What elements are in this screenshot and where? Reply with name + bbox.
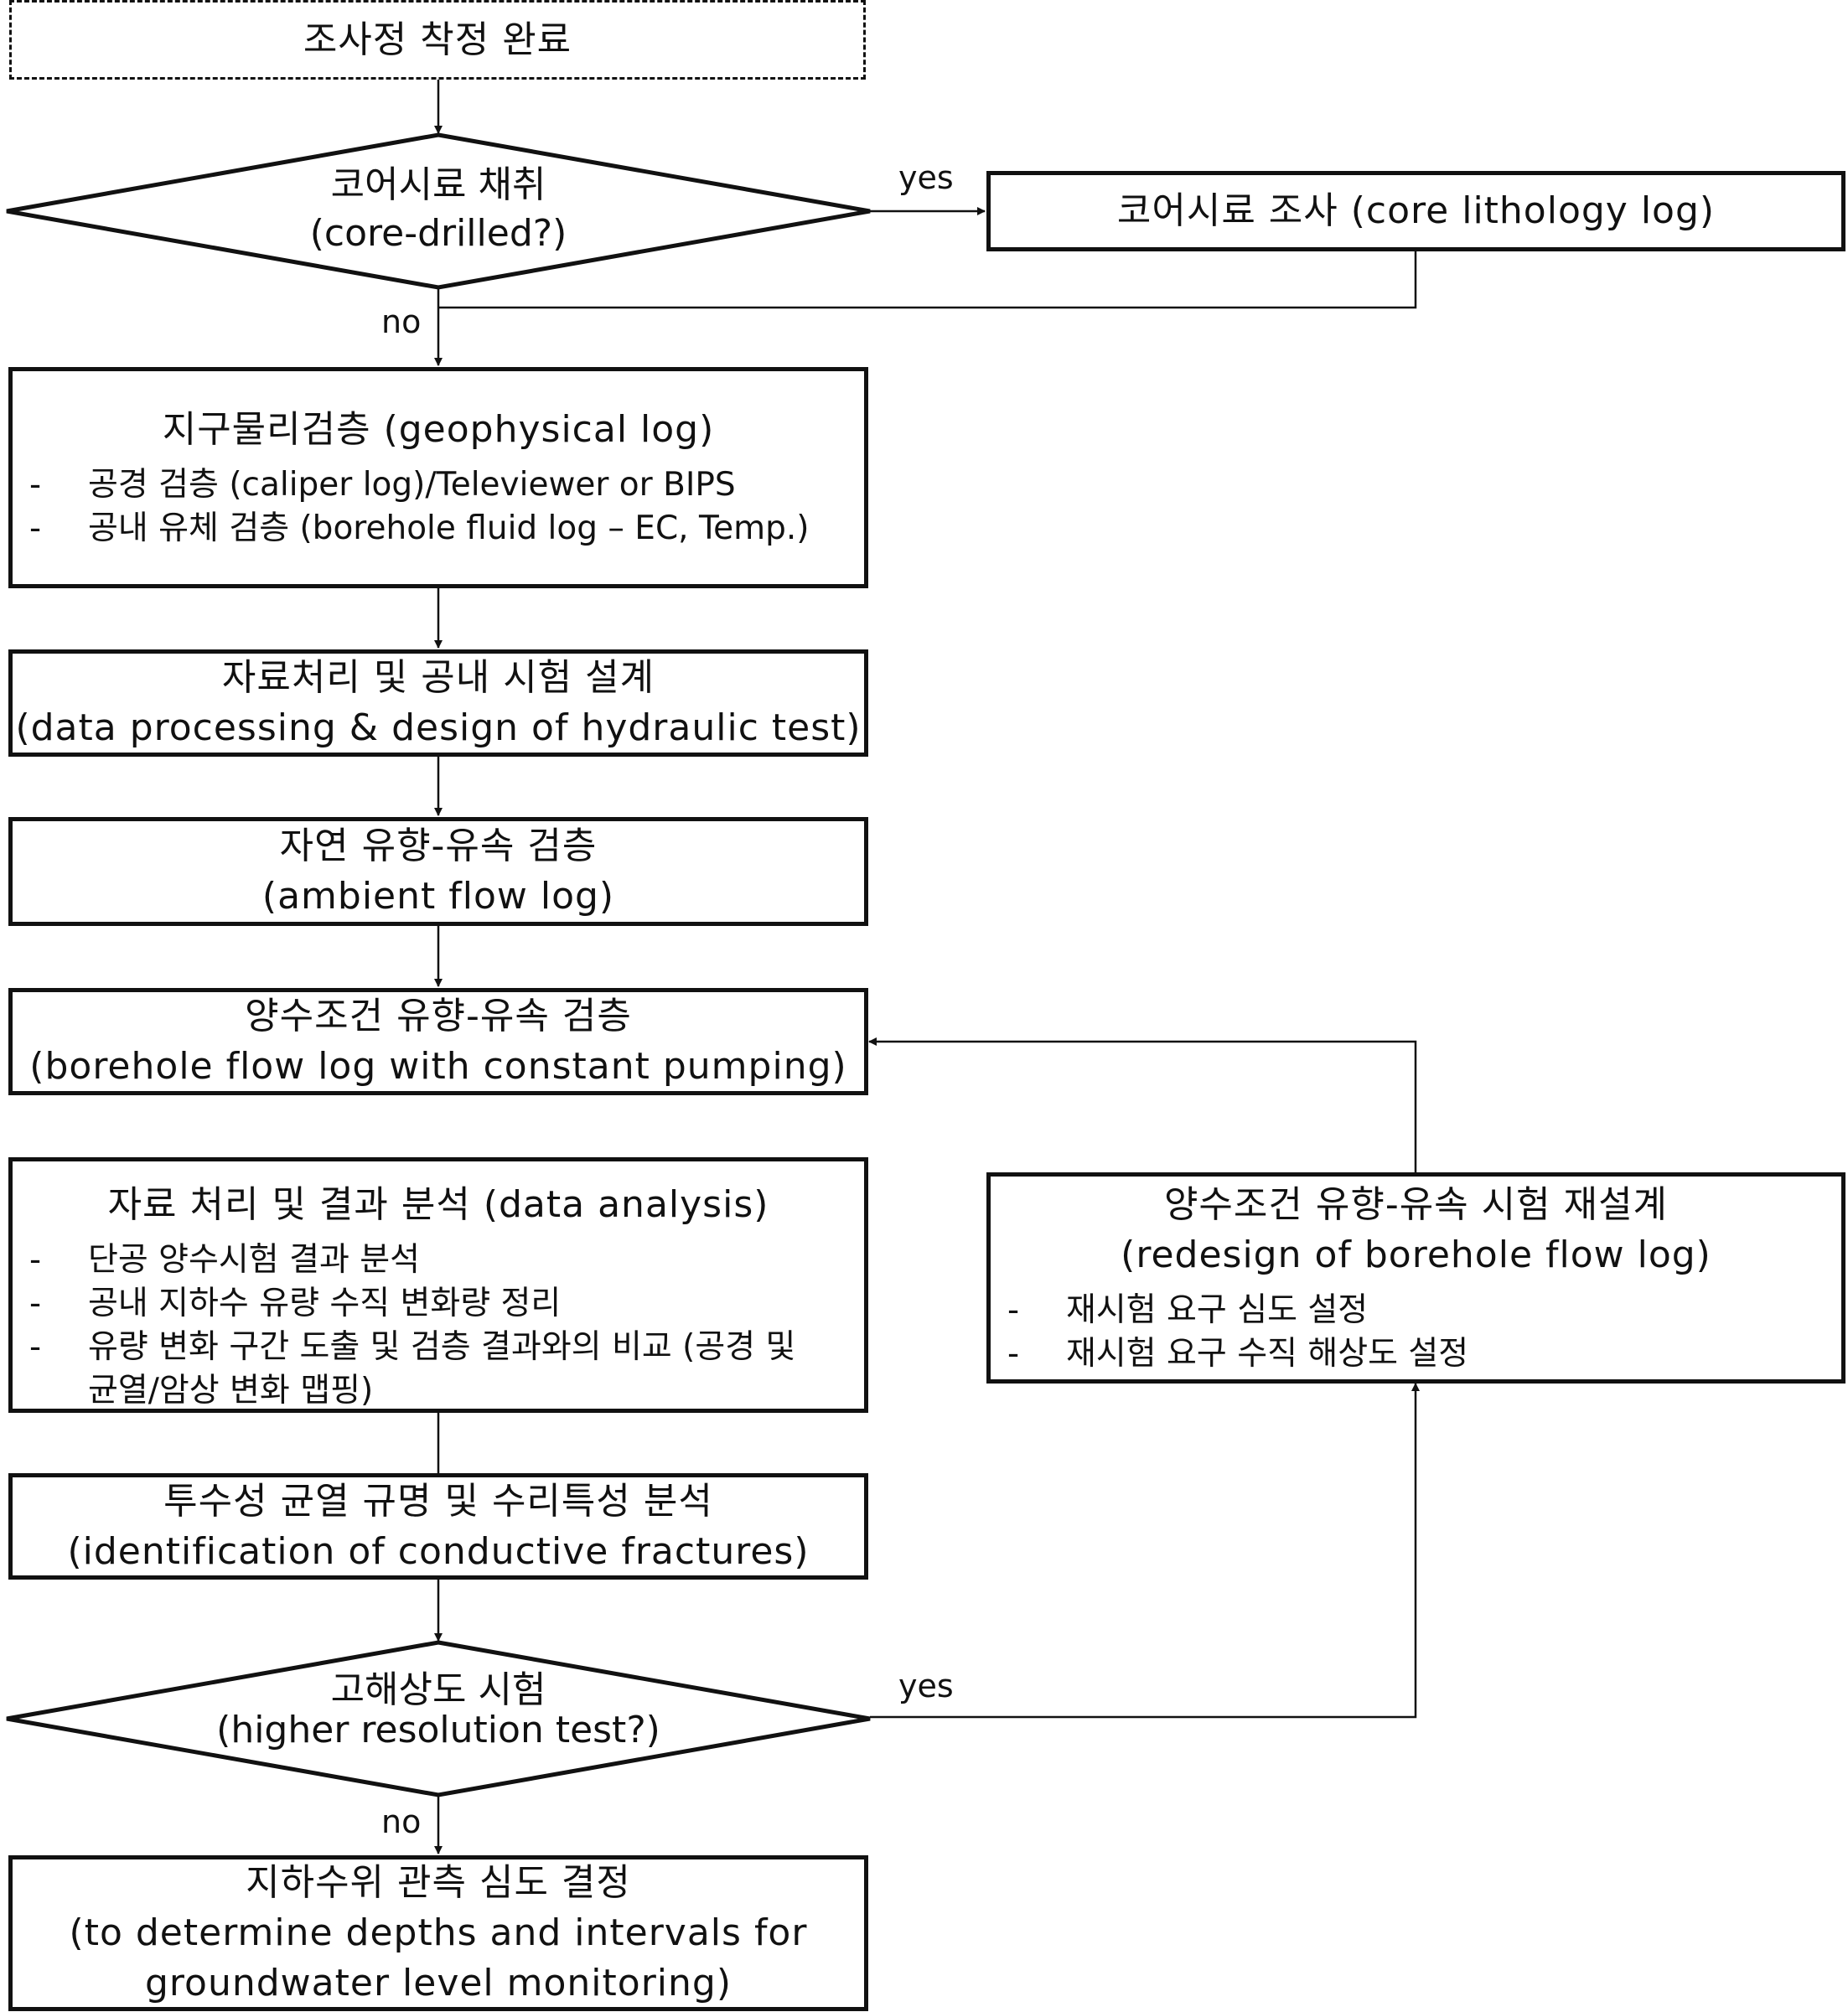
bullet-item: - 재시험 요구 수직 해상도 설정 [991, 1332, 1841, 1376]
bullet-text: 공경 검층 (caliper log)/Televiewer or BIPS [88, 466, 736, 504]
pumping-flow-line2: (borehole flow log with constant pumping… [29, 1045, 847, 1088]
monitoring-depth-node: 지하수위 관측 심도 결정 (to determine depths and i… [8, 1855, 868, 2011]
bullet-text: 재시험 요구 수직 해상도 설정 [1066, 1335, 1469, 1373]
bullet-dash: - [1007, 1335, 1020, 1373]
redesign-bullets: - 재시험 요구 심도 설정 - 재시험 요구 수직 해상도 설정 [991, 1289, 1841, 1376]
bullet-item: - 공내 지하수 유량 수직 변화량 정리 [13, 1282, 831, 1326]
decision-resolution-line2: (higher resolution test?) [216, 1709, 660, 1751]
decision-resolution-yes-label: yes [898, 1668, 954, 1704]
bullet-item: - 공경 검층 (caliper log)/Televiewer or BIPS [13, 463, 864, 507]
arrow-redesign-to-pumping [868, 1037, 1417, 1172]
core-lithology-node: 코어시료 조사 (core lithology log) [986, 171, 1845, 251]
decision-resolution-line1: 고해상도 시험 [330, 1668, 546, 1711]
line-core-return [438, 251, 1417, 309]
bullet-text: 유량 변화 구간 도출 및 검층 결과와의 비교 (공경 및 균열/암상 변화 … [88, 1328, 796, 1409]
bullet-dash: - [29, 1241, 42, 1279]
bullet-item: - 유량 변화 구간 도출 및 검층 결과와의 비교 (공경 및 균열/암상 변화… [13, 1326, 831, 1413]
data-analysis-bullets: - 단공 양수시험 결과 분석 - 공내 지하수 유량 수직 변화량 정리 - 유량 … [13, 1239, 864, 1413]
decision-core-text: 코어시료 채취 (core-drilled?) [187, 161, 690, 258]
bullet-text: 공내 유체 검층 (borehole fluid log – EC, Temp.… [88, 509, 810, 547]
data-processing-line1: 자료처리 및 공내 시험 설계 [221, 656, 655, 699]
decision-core-no-label: no [381, 303, 422, 340]
conductive-fractures-node: 투수성 균열 규명 및 수리특성 분석 (identification of c… [8, 1473, 868, 1580]
monitoring-depth-line3: groundwater level monitoring) [145, 1962, 732, 2004]
core-lithology-title: 코어시료 조사 (core lithology log) [1116, 189, 1716, 232]
bullet-item: - 공내 유체 검층 (borehole fluid log – EC, Temp… [13, 507, 864, 551]
pumping-flow-line1: 양수조건 유향-유속 검층 [245, 995, 632, 1037]
redesign-node: 양수조건 유향-유속 시험 재설계 (redesign of borehole … [986, 1172, 1845, 1384]
bullet-text: 공내 지하수 유량 수직 변화량 정리 [88, 1285, 562, 1322]
ambient-flow-line2: (ambient flow log) [261, 875, 615, 918]
decision-resolution-text: 고해상도 시험 (higher resolution test?) [187, 1670, 690, 1751]
bullet-dash: - [29, 509, 42, 547]
pumping-flow-node: 양수조건 유향-유속 검층 (borehole flow log with co… [8, 988, 868, 1095]
decision-resolution-no-label: no [381, 1803, 422, 1840]
conductive-fractures-line2: (identification of conductive fractures) [67, 1529, 810, 1573]
monitoring-depth-line1: 지하수위 관측 심도 결정 [246, 1861, 631, 1904]
ambient-flow-line1: 자연 유향-유속 검층 [279, 825, 598, 867]
redesign-line1: 양수조건 유향-유속 시험 재설계 [1163, 1183, 1669, 1226]
conductive-fractures-line1: 투수성 균열 규명 및 수리특성 분석 [163, 1479, 713, 1523]
start-node: 조사정 착정 완료 [9, 0, 866, 80]
data-processing-node: 자료처리 및 공내 시험 설계 (data processing & desig… [8, 649, 868, 757]
start-label: 조사정 착정 완료 [303, 18, 572, 61]
decision-core-line2: (core-drilled?) [309, 212, 567, 255]
monitoring-depth-line2: (to determine depths and intervals for [69, 1911, 808, 1954]
geophysical-node: 지구물리검층 (geophysical log) - 공경 검층 (caliper… [8, 367, 868, 588]
bullet-dash: - [29, 1328, 42, 1366]
data-analysis-title: 자료 처리 및 결과 분석 (data analysis) [107, 1183, 769, 1226]
redesign-line2: (redesign of borehole flow log) [1121, 1234, 1711, 1276]
arrow-decision-yes-to-redesign [870, 1383, 1420, 1719]
bullet-text: 재시험 요구 심도 설정 [1066, 1291, 1369, 1329]
bullet-dash: - [29, 1285, 42, 1322]
bullet-text: 단공 양수시험 결과 분석 [88, 1241, 420, 1279]
decision-core-line1: 코어시료 채취 [330, 163, 546, 206]
ambient-flow-node: 자연 유향-유속 검층 (ambient flow log) [8, 817, 868, 926]
bullet-dash: - [29, 466, 42, 504]
data-processing-line2: (data processing & design of hydraulic t… [15, 706, 862, 749]
bullet-item: - 단공 양수시험 결과 분석 [13, 1239, 831, 1282]
geophysical-bullets: -공경 검층 (caliper log)/Televiewer or BIPS … [13, 463, 864, 551]
data-analysis-node: 자료 처리 및 결과 분석 (data analysis) - 단공 양수시험 결… [8, 1157, 868, 1413]
bullet-dash: - [1007, 1291, 1020, 1329]
bullet-item: - 재시험 요구 심도 설정 [991, 1289, 1841, 1332]
decision-core-yes-label: yes [898, 159, 954, 196]
geophysical-title: 지구물리검층 (geophysical log) [162, 408, 715, 451]
